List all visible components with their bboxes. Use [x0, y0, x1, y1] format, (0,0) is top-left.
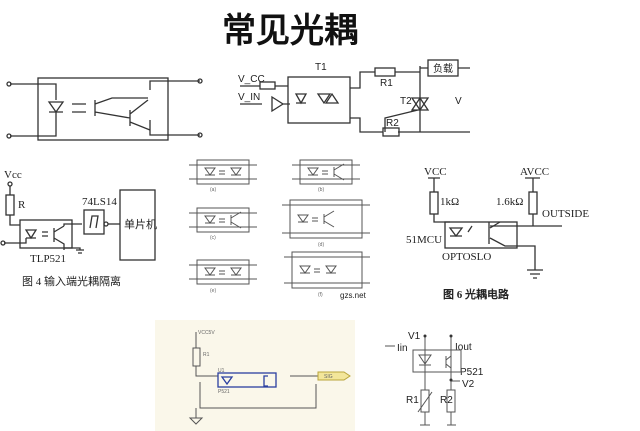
- triac-optocoupler-diagram: V_CC V_IN T1 R1 R2 负载 T2 V: [238, 59, 470, 137]
- darlington-opto: [282, 199, 370, 239]
- photodiode-opto: [189, 159, 257, 185]
- vcc-label: Vcc: [4, 169, 22, 181]
- optocoupler-types-grid: [189, 159, 370, 289]
- r2-label: 1.6kΩ: [496, 196, 523, 208]
- darlington-optocoupler-diagram: [6, 77, 203, 141]
- mcu-label: 51MCU: [406, 234, 442, 246]
- ac-input-opto: [189, 207, 257, 233]
- r1-label: R1: [406, 395, 419, 406]
- iin-label: Iin: [397, 343, 408, 354]
- avcc-label: AVCC: [520, 166, 549, 178]
- phototransistor-opto: [292, 159, 360, 185]
- fig6-caption: 图 6 光耦电路: [443, 287, 510, 301]
- v1-label: V1: [408, 331, 421, 342]
- mcu-label: 单片机: [124, 217, 157, 231]
- grid-label-b: (b): [318, 187, 324, 193]
- grid-label-f: (f): [318, 292, 323, 298]
- t1-label: T1: [315, 62, 327, 73]
- grid-label-a: (a): [210, 187, 216, 193]
- schematic-screenshot: VCC5V R1 U1 P521 SIG: [155, 320, 355, 431]
- opto-part-label: TLP521: [30, 253, 66, 265]
- v2-label: V2: [462, 379, 475, 390]
- fig4-caption: 图 4 输入端光耦隔离: [22, 274, 121, 288]
- grid-label-d: (d): [318, 242, 324, 248]
- net-label-flag: [317, 371, 351, 381]
- part-label: P521: [460, 367, 484, 378]
- r2-label: R2: [386, 118, 399, 129]
- r-label: R: [18, 199, 26, 211]
- p521-circuit: V1 Iin Iout P521 V2 R1 R2: [385, 331, 484, 426]
- t2-label: T2: [400, 96, 412, 107]
- gate-label: 74LS14: [82, 196, 117, 208]
- fig4-input-isolation-diagram: Vcc R TLP521 74LS14 单片机 图 4 输入端光耦隔离: [0, 169, 157, 288]
- u-label: U1: [218, 368, 225, 374]
- grid-label-e: (e): [210, 288, 216, 294]
- v-label: V: [455, 96, 462, 107]
- part-label: P521: [218, 389, 230, 395]
- triac-opto: [189, 259, 257, 285]
- opto-part-label: OPTOSLO: [442, 251, 491, 263]
- r1-label: R1: [380, 78, 393, 89]
- zero-cross-triac-opto: [284, 251, 370, 289]
- iout-label: Iout: [455, 342, 472, 353]
- vcc-label: V_CC: [238, 74, 265, 85]
- load-label: 负载: [433, 62, 453, 75]
- vin-label: V_IN: [238, 92, 260, 103]
- r1-label: 1kΩ: [440, 196, 459, 208]
- grid-label-c: (c): [210, 235, 216, 241]
- fig6-optocoupler-circuit: VCC AVCC 1kΩ 1.6kΩ OUTSIDE 51MCU OPTOSLO…: [406, 166, 589, 301]
- r-label: R1: [203, 352, 210, 358]
- vcc-label: VCC: [424, 166, 447, 178]
- led-icon: [47, 101, 65, 114]
- outside-label: OUTSIDE: [542, 208, 589, 220]
- slide-title: 常见光耦: [222, 11, 358, 51]
- vcc-label: VCC5V: [198, 330, 215, 336]
- net-label: SIG: [324, 374, 333, 380]
- watermark: gzs.net: [340, 291, 367, 300]
